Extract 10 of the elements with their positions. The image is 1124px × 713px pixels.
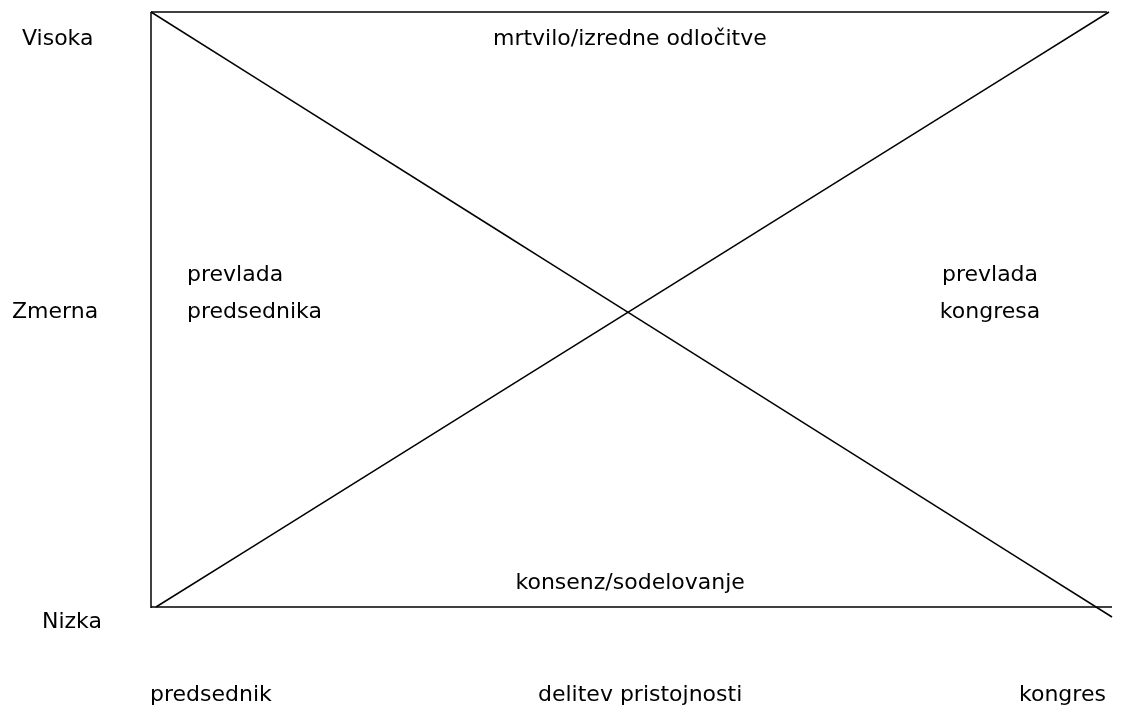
region-label: konsenz/sodelovanje — [515, 568, 745, 596]
region-label: prevlada kongresa — [938, 260, 1042, 325]
axis-label: Nizka — [42, 607, 102, 635]
axis-label: kongres — [1019, 680, 1106, 708]
region-label: prevlada predsednika — [187, 260, 323, 325]
axis-label: delitev pristojnosti — [538, 680, 743, 708]
axis-label: predsednik — [150, 680, 272, 708]
region-label: mrtvilo/izredne odločitve — [493, 24, 767, 52]
axis-label: Zmerna — [12, 297, 99, 325]
axis-label: Visoka — [22, 24, 94, 52]
